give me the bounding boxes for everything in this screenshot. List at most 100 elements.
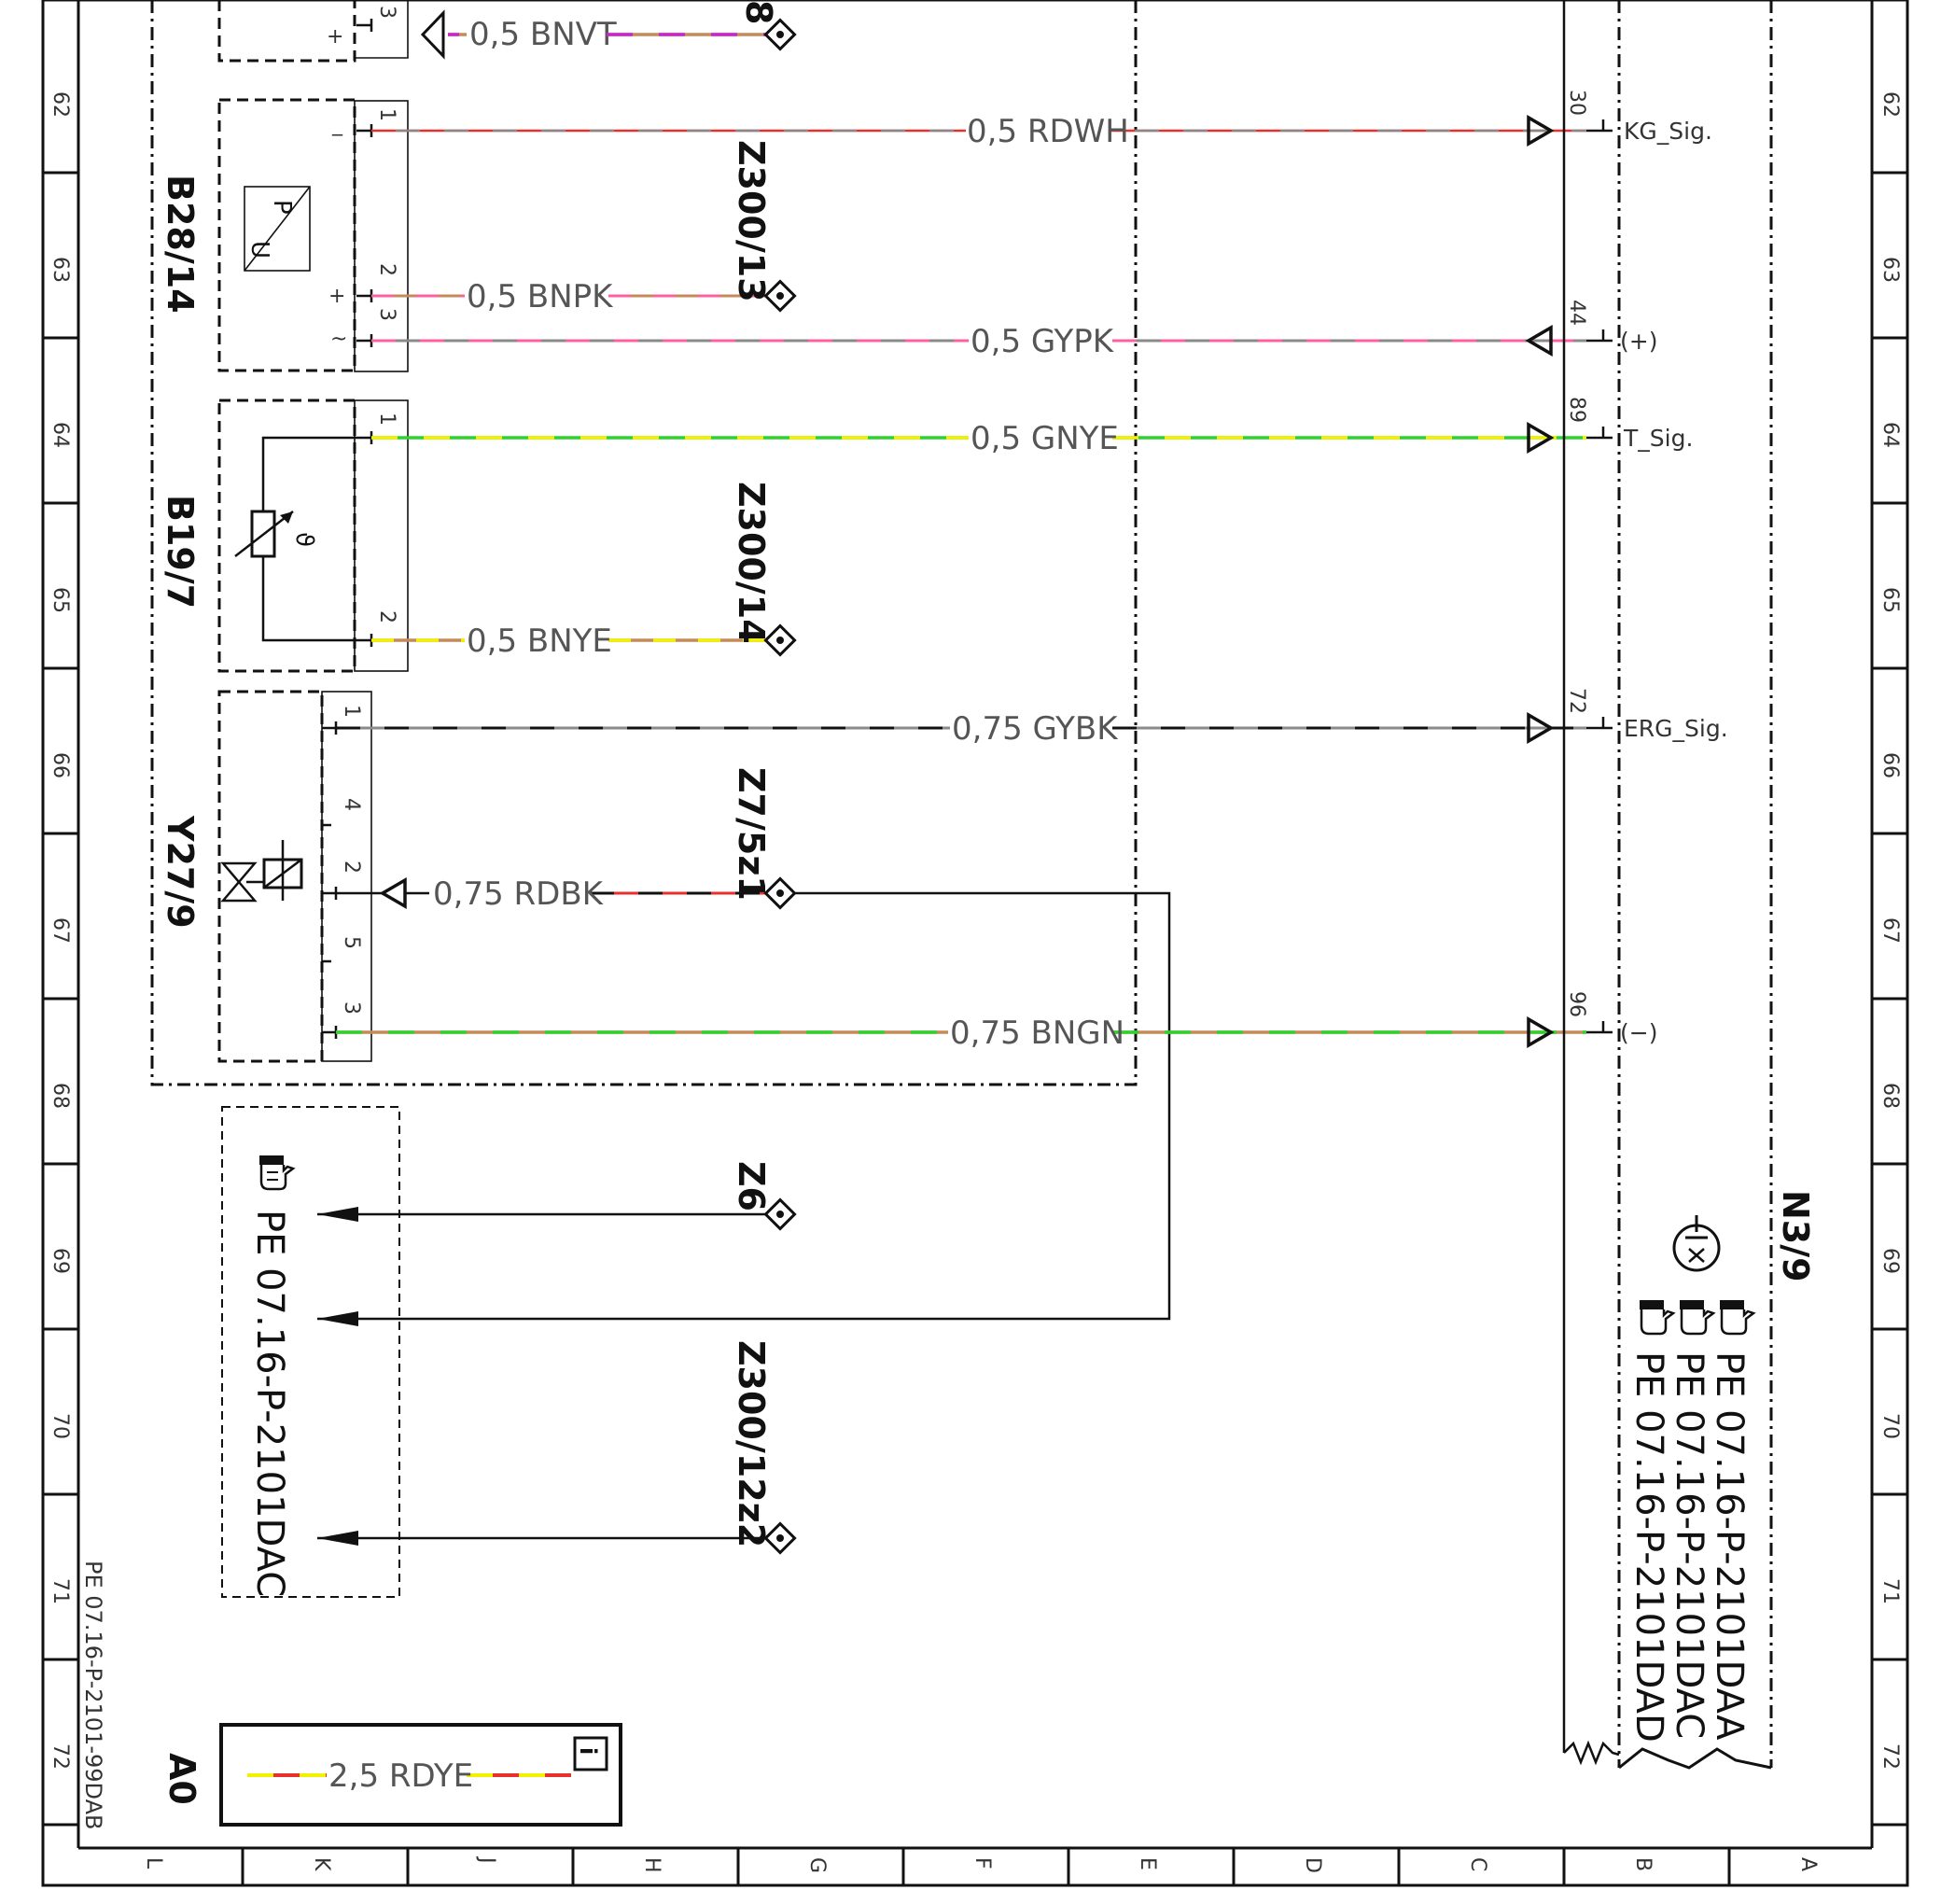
splices <box>763 18 797 1555</box>
row-number: 63 <box>1878 257 1902 283</box>
reference-label: PE 07.16-P-2101DAC <box>248 1210 291 1597</box>
pin-number: 3 <box>375 6 398 19</box>
wire-label: 0,5 GYPK <box>971 323 1115 360</box>
row-number: 71 <box>49 1578 72 1604</box>
reference-label: PE 07.16-P-2101DAC <box>1668 1351 1711 1739</box>
footer-doc-ref: PE 07.16-P-2101-99DAB <box>80 1561 106 1829</box>
row-number: 66 <box>1878 752 1902 778</box>
connector-arrow <box>420 9 445 60</box>
pin-number: 1 <box>340 705 363 718</box>
column-letters: L K J H G F E D C B A <box>142 1855 1820 1873</box>
pin-number: 3 <box>340 1001 363 1015</box>
wire-label: 0,5 BNPK <box>467 278 614 315</box>
splice-diamond <box>763 1197 797 1231</box>
row-number: 62 <box>49 91 72 118</box>
wire-label: 2,5 RDYE <box>328 1757 473 1795</box>
wire-label: 0,75 RDBK <box>433 875 605 913</box>
row-number: 69 <box>49 1248 72 1274</box>
pin-number: 4 <box>340 798 363 811</box>
solenoid-valve-symbol <box>220 840 303 903</box>
row-number: 69 <box>1878 1248 1902 1274</box>
row-number: 66 <box>49 752 72 778</box>
column-letter: B <box>1631 1857 1655 1871</box>
splice-label: Z300/12z2 <box>731 1340 772 1547</box>
sheet-frame <box>41 0 1909 1887</box>
component-b19-7: ϑ B19/7 1 2 <box>160 399 409 673</box>
column-letter: F <box>971 1857 994 1869</box>
splice-label: 8 <box>738 0 779 24</box>
splice-labels: Z300/13 Z300/14 Z7/5z1 Z6 Z300/12z2 <box>731 140 772 1547</box>
pointing-hand-icon <box>1720 1300 1756 1336</box>
column-letter: C <box>1466 1857 1489 1871</box>
row-number: 72 <box>49 1743 72 1770</box>
signal-label: ERG_Sig. <box>1624 715 1728 742</box>
wire-label: 0,75 GYBK <box>952 710 1119 748</box>
pointing-hand-icon <box>1640 1300 1676 1336</box>
info-icon: i <box>573 1736 608 1771</box>
splice-diamond <box>763 18 797 51</box>
splice-diamond <box>763 876 797 910</box>
splice-diamond <box>763 1521 797 1555</box>
pin-number: 2 <box>340 861 363 874</box>
pin-number: 2 <box>375 610 398 623</box>
pin-number: 30 <box>1565 90 1588 116</box>
splice-diamond <box>763 623 797 657</box>
theta-symbol: ϑ <box>290 532 318 547</box>
component-b28-14: P U B28/14 1 _ 2 + 3 ~ <box>160 98 409 372</box>
signal-label: (−) <box>1620 1019 1657 1046</box>
component-label: A0 <box>161 1753 202 1805</box>
row-number: 67 <box>49 917 72 944</box>
pin-polarity: + <box>328 285 345 308</box>
row-number: 64 <box>1878 422 1902 448</box>
connector-arrows <box>317 114 1555 1546</box>
wire-label: 0,5 BNVT <box>469 16 617 53</box>
pu-symbol-p: P <box>268 200 296 215</box>
pin-polarity: + <box>327 25 343 49</box>
pointing-hand-icon <box>1680 1300 1716 1336</box>
pin-number: 1 <box>375 413 398 426</box>
splice-label: Z300/13 <box>731 140 772 302</box>
row-number: 65 <box>1878 587 1902 613</box>
pin-number: 5 <box>340 936 363 949</box>
top-partial-component: 3 + 0,5 BNVT 8 <box>217 0 779 63</box>
row-number: 68 <box>49 1083 72 1109</box>
component-label: N3/9 <box>1775 1190 1816 1282</box>
wire-labels: 0,5 RDWH 0,5 BNPK 0,5 GYPK 0,5 GNYE 0,5 … <box>433 113 1129 1052</box>
row-numbers-left: 62 63 64 65 66 67 68 69 70 71 72 <box>49 91 72 1770</box>
row-number: 72 <box>1878 1743 1902 1770</box>
component-group-box <box>150 0 1138 1086</box>
row-number: 70 <box>1878 1413 1902 1439</box>
signal-label: (+) <box>1620 328 1657 355</box>
column-letter: K <box>310 1857 333 1871</box>
component-label: Y27/9 <box>160 815 201 929</box>
row-number: 62 <box>1878 91 1902 118</box>
row-number: 71 <box>1878 1578 1902 1604</box>
pin-polarity: _ <box>331 113 343 136</box>
reference-label: PE 07.16-P-2101DAA <box>1708 1351 1751 1741</box>
reference-label: PE 07.16-P-2101DAD <box>1627 1351 1670 1743</box>
signal-label: KG_Sig. <box>1624 118 1712 145</box>
row-numbers-right: 62 63 64 65 66 67 68 69 70 71 72 <box>1878 91 1902 1770</box>
column-letter: J <box>475 1855 498 1864</box>
column-letter: A <box>1796 1857 1820 1871</box>
wires <box>317 33 1586 1540</box>
thermistor-symbol <box>250 510 276 558</box>
svg-text:i: i <box>575 1747 601 1755</box>
pin-number: 89 <box>1565 397 1588 423</box>
column-letter: D <box>1301 1857 1324 1873</box>
wire-label: 0,5 RDWH <box>967 113 1129 150</box>
row-number: 70 <box>49 1413 72 1439</box>
pin-number: 96 <box>1565 991 1588 1017</box>
column-ticks <box>241 1848 1731 1885</box>
signal-label: T_Sig. <box>1623 425 1693 452</box>
pin-tilde: ~ <box>330 328 347 351</box>
wire-label: 0,5 GNYE <box>971 420 1119 457</box>
component-y27-9: Y27/9 1 4 2 5 3 <box>160 690 372 1063</box>
column-letter: G <box>805 1857 829 1873</box>
ground-reference-box: PE 07.16-P-2101DAC <box>221 1106 400 1598</box>
pin-number: 1 <box>375 108 398 121</box>
pointing-hand-icon <box>259 1155 296 1191</box>
column-letter: L <box>142 1857 165 1869</box>
wire-label: 0,75 BNGN <box>950 1015 1124 1052</box>
